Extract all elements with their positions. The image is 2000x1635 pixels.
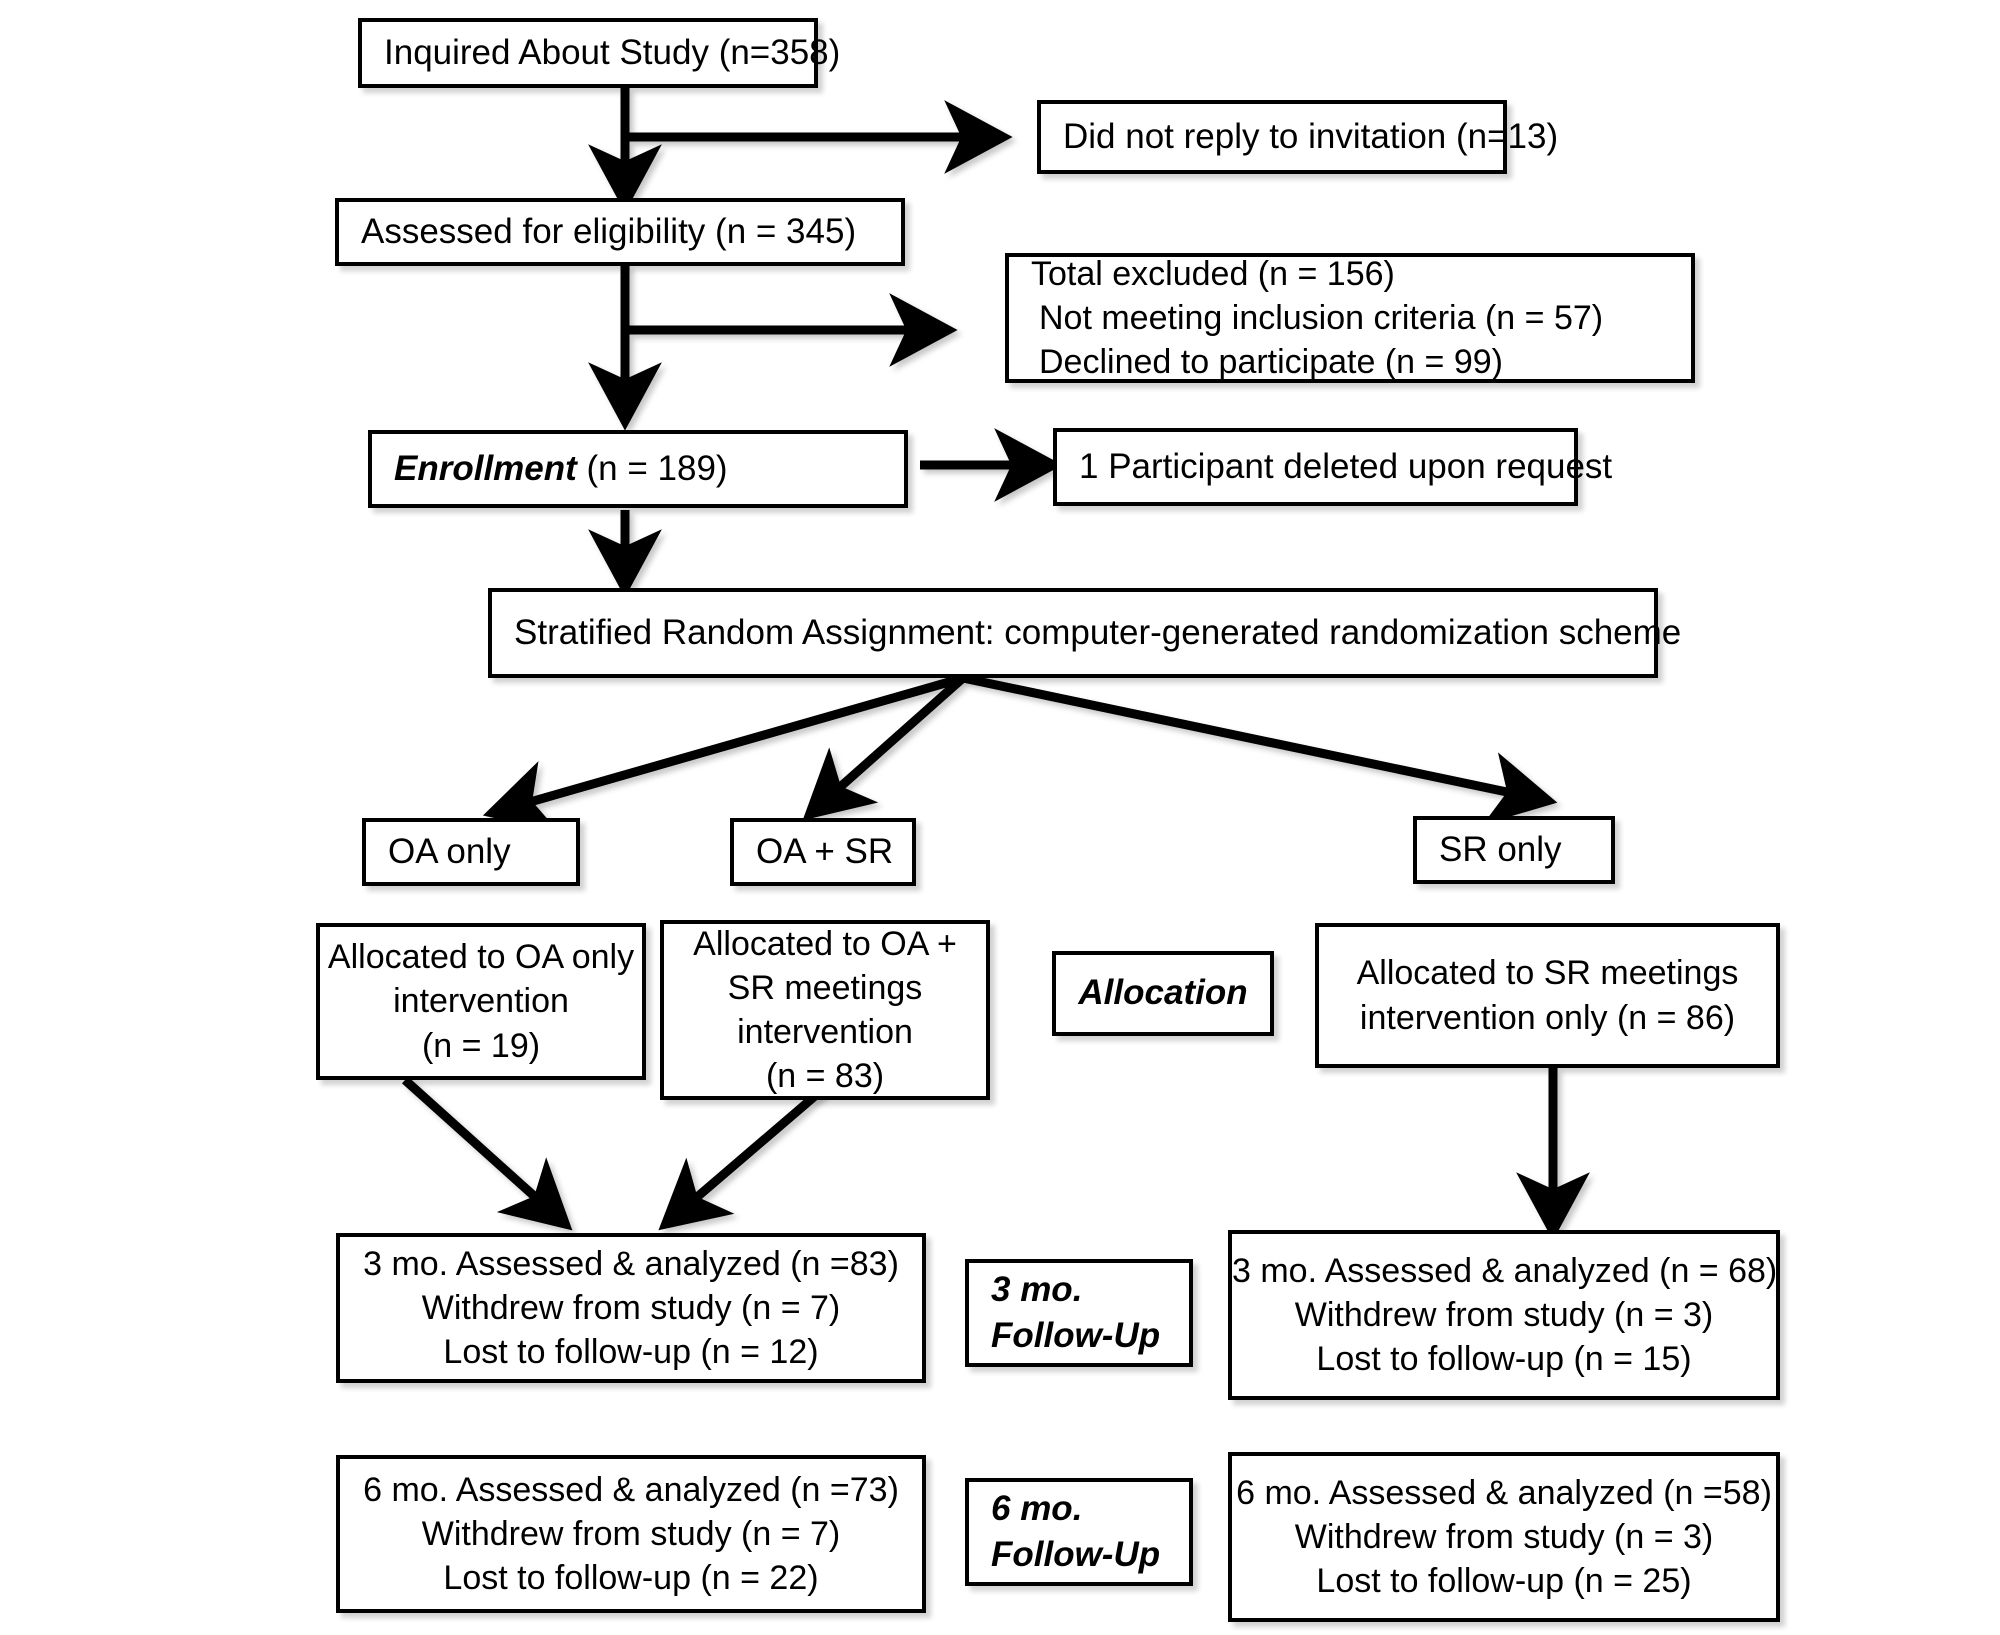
node-assessed-for-eligibility: Assessed for eligibility (n = 345) bbox=[335, 198, 905, 266]
node-allocation-label-text: Allocation bbox=[1078, 973, 1248, 1013]
node-excluded-line-1: Total excluded (n = 156) bbox=[1031, 254, 1395, 293]
node-enrollment-emphasis: Enrollment bbox=[394, 448, 577, 488]
node-allocation-label: Allocation bbox=[1052, 951, 1274, 1036]
node-3mo-followup-right: 3 mo. Assessed & analyzed (n = 68) Withd… bbox=[1228, 1230, 1780, 1400]
node-fu3-right-line-2: Withdrew from study (n = 3) bbox=[1294, 1295, 1714, 1334]
node-3mo-followup-left: 3 mo. Assessed & analyzed (n =83) Withdr… bbox=[336, 1233, 926, 1383]
node-excluded-line-2: Not meeting inclusion criteria (n = 57) bbox=[1039, 298, 1604, 337]
node-alloc-oasr-line-4: (n = 83) bbox=[765, 1057, 885, 1096]
node-alloc-oasr-line-1: Allocated to OA + bbox=[693, 924, 957, 963]
node-did-not-reply-text: Did not reply to invitation (n=13) bbox=[1063, 116, 1559, 156]
node-allocated-sr-only: Allocated to SR meetings intervention on… bbox=[1315, 923, 1780, 1068]
node-fu3-right-line-3: Lost to follow-up (n = 15) bbox=[1316, 1340, 1692, 1379]
node-inquired-text: Inquired About Study (n=358) bbox=[384, 32, 841, 72]
node-3mo-followup-label: 3 mo. Follow-Up bbox=[965, 1259, 1193, 1367]
node-alloc-sr-line-1: Allocated to SR meetings bbox=[1356, 954, 1739, 993]
node-fu6-label-line-2: Follow-Up bbox=[991, 1535, 1161, 1574]
node-fu3-left-line-3: Lost to follow-up (n = 12) bbox=[443, 1333, 819, 1372]
node-alloc-oa-line-3: (n = 19) bbox=[421, 1026, 541, 1065]
node-alloc-sr-line-2: intervention only (n = 86) bbox=[1359, 998, 1736, 1037]
node-inquired-about-study: Inquired About Study (n=358) bbox=[358, 18, 841, 88]
node-6mo-followup-left: 6 mo. Assessed & analyzed (n =73) Withdr… bbox=[336, 1455, 926, 1613]
node-arm-oa-only: OA only bbox=[362, 818, 580, 886]
arrow-randomization-to-oasr bbox=[802, 674, 966, 821]
node-arm-oa-only-text: OA only bbox=[388, 831, 511, 871]
node-fu6-label-line-1: 6 mo. bbox=[991, 1488, 1083, 1528]
node-arm-sr-only-text: SR only bbox=[1439, 829, 1562, 869]
node-6mo-followup-right: 6 mo. Assessed & analyzed (n =58) Withdr… bbox=[1228, 1452, 1780, 1622]
node-assessed-text: Assessed for eligibility (n = 345) bbox=[361, 211, 857, 251]
node-6mo-followup-label: 6 mo. Follow-Up bbox=[965, 1478, 1193, 1586]
node-arm-sr-only: SR only bbox=[1413, 816, 1615, 884]
node-fu3-label-line-1: 3 mo. bbox=[991, 1269, 1083, 1309]
node-stratified-random-assignment: Stratified Random Assignment: computer-g… bbox=[488, 588, 1682, 678]
node-fu6-right-line-2: Withdrew from study (n = 3) bbox=[1294, 1517, 1714, 1556]
node-participant-deleted-text: 1 Participant deleted upon request bbox=[1079, 446, 1613, 486]
node-allocated-oa-plus-sr: Allocated to OA + SR meetings interventi… bbox=[660, 920, 990, 1100]
node-enrollment-text: Enrollment (n = 189) bbox=[372, 446, 904, 492]
node-fu3-left-line-1: 3 mo. Assessed & analyzed (n =83) bbox=[363, 1244, 899, 1283]
node-alloc-oa-line-1: Allocated to OA only bbox=[327, 938, 635, 977]
node-fu6-right-line-1: 6 mo. Assessed & analyzed (n =58) bbox=[1236, 1473, 1772, 1512]
node-alloc-oasr-line-3: intervention bbox=[737, 1013, 913, 1051]
node-enrollment-count: (n = 189) bbox=[576, 448, 728, 488]
node-fu3-right-line-1: 3 mo. Assessed & analyzed (n = 68) bbox=[1232, 1251, 1778, 1290]
node-fu6-right-line-3: Lost to follow-up (n = 25) bbox=[1316, 1562, 1692, 1601]
node-alloc-oasr-line-2: SR meetings bbox=[727, 968, 923, 1007]
node-randomization-text: Stratified Random Assignment: computer-g… bbox=[514, 612, 1682, 652]
node-fu3-left-line-2: Withdrew from study (n = 7) bbox=[421, 1288, 841, 1327]
arrow-allocoasr-to-fu3left bbox=[658, 1086, 825, 1231]
arrow-allocoa-to-fu3left bbox=[401, 1076, 573, 1231]
node-total-excluded: Total excluded (n = 156) Not meeting inc… bbox=[1005, 253, 1695, 383]
node-enrollment: Enrollment (n = 189) bbox=[368, 430, 908, 508]
node-did-not-reply: Did not reply to invitation (n=13) bbox=[1037, 100, 1559, 174]
node-alloc-oa-line-2: intervention bbox=[393, 982, 569, 1021]
node-arm-oa-plus-sr-text: OA + SR bbox=[756, 831, 894, 871]
arrow-randomization-to-sr bbox=[962, 673, 1558, 825]
node-allocated-oa-only: Allocated to OA only intervention (n = 1… bbox=[316, 923, 646, 1080]
arrow-randomization-to-oa bbox=[482, 673, 965, 833]
node-participant-deleted: 1 Participant deleted upon request bbox=[1053, 428, 1613, 506]
node-fu6-left-line-3: Lost to follow-up (n = 22) bbox=[443, 1559, 819, 1598]
node-excluded-line-3: Declined to participate (n = 99) bbox=[1039, 343, 1503, 382]
node-arm-oa-plus-sr: OA + SR bbox=[730, 818, 916, 886]
node-fu6-left-line-2: Withdrew from study (n = 7) bbox=[421, 1514, 841, 1553]
node-fu6-left-line-1: 6 mo. Assessed & analyzed (n =73) bbox=[363, 1470, 899, 1509]
node-fu3-label-line-2: Follow-Up bbox=[991, 1316, 1161, 1355]
